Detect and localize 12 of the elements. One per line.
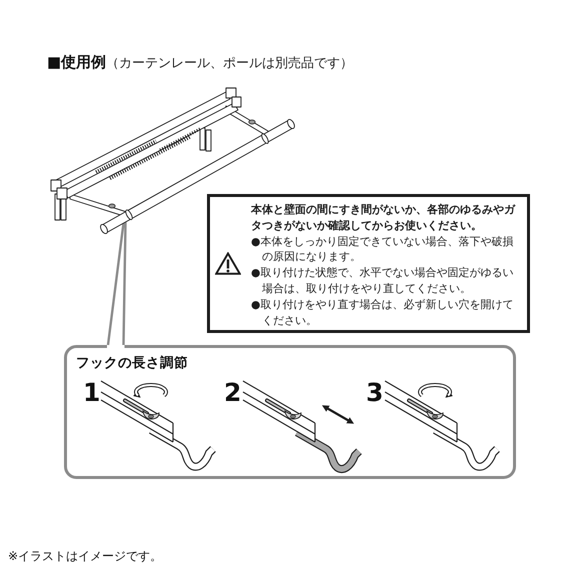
warning-note: ●取り付けをやり直す場合は、必ず新しい穴を開けてください。 [251,296,514,328]
detail-panel [64,345,516,479]
step-number: 2 [224,380,242,405]
warning-note: ●本体をしっかり固定できていない場合、落下や破損の原因になります。 [251,234,514,266]
panel-heading: フックの長さ調節 [76,354,188,372]
step-number: 3 [366,380,384,405]
page-heading: ■使用例（カーテンレール、ポールは別売品です） [47,52,354,73]
zoom-callout-line [106,220,127,346]
warning-heading: 本体と壁面の間にすき間がないか、各部のゆるみやガタつきがないか確認してからお使いください。 [251,202,516,234]
step-number: 1 [83,380,100,405]
footnote: ※イラストはイメージです。 [8,548,162,564]
warning-note: ●取り付けた状態で、水平でない場合や固定がゆるい場合は、取り付けをやり直してください。 [251,265,514,297]
